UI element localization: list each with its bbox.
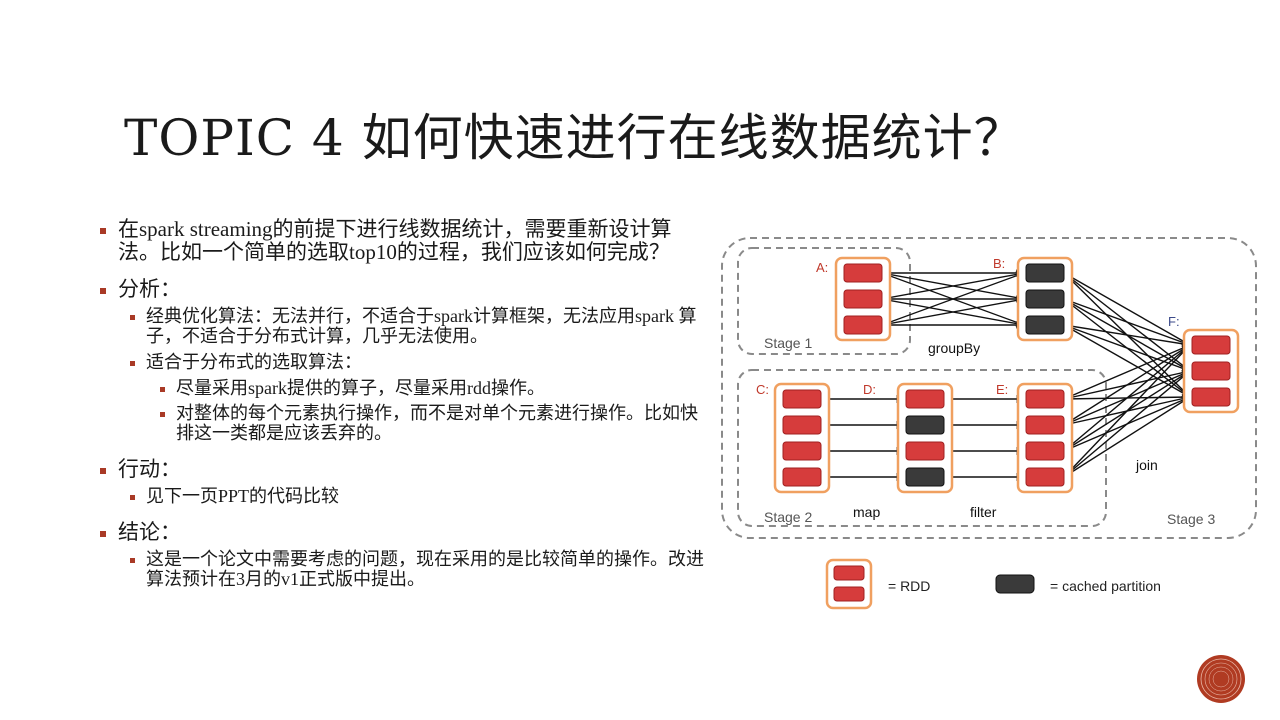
rdd-e-partition-4 xyxy=(1025,467,1065,487)
rdd-b-partition-2 xyxy=(1025,289,1065,309)
edge-groupby xyxy=(881,271,1025,326)
rdd-f-partition-1 xyxy=(1191,335,1231,355)
rdd-a-partition-3 xyxy=(843,315,883,335)
bullet-analysis: 分析： xyxy=(98,278,710,301)
label-join: join xyxy=(1135,457,1158,473)
bullet-intro: 在spark streaming的前提下进行线数据统计，需要重新设计算法。比如一… xyxy=(98,217,710,264)
label-d: D: xyxy=(863,382,876,397)
bullet-whole-element-ops: 对整体的每个元素执行操作，而不是对单个元素进行操作。比如快排这一类都是应该丢弃的… xyxy=(158,404,710,444)
rdd-e-partition-1 xyxy=(1025,389,1065,409)
legend-cached-label: = cached partition xyxy=(1050,578,1161,594)
edge-join xyxy=(1063,344,1191,478)
bullet-list: 在spark streaming的前提下进行线数据统计，需要重新设计算法。比如一… xyxy=(98,217,710,590)
edge-groupby xyxy=(881,270,1025,300)
label-b: B: xyxy=(993,256,1005,271)
stage1-box xyxy=(737,247,911,355)
rdd-d-frame xyxy=(896,382,954,494)
rdd-c-partition-3 xyxy=(782,441,822,461)
rdd-e-frame xyxy=(1016,382,1074,494)
spark-stage-diagram: A: B: C: D: E: F: Stage 1 Stage 2 Stage … xyxy=(721,237,1257,610)
bullet-conclusion: 结论： xyxy=(98,520,710,544)
label-e: E: xyxy=(996,382,1008,397)
bullet-classic-algorithm: 经典优化算法：无法并行，不适合于spark计算框架，无法应用spark 算子，不… xyxy=(128,306,710,347)
edge-join xyxy=(1063,396,1191,478)
label-groupby: groupBy xyxy=(928,340,980,356)
label-stage3: Stage 3 xyxy=(1167,511,1215,527)
edge-join xyxy=(1063,370,1191,478)
rdd-c-partition-4 xyxy=(782,467,822,487)
rdd-d-partition-3 xyxy=(905,441,945,461)
legend-rdd-partition-1 xyxy=(833,565,865,581)
label-stage1: Stage 1 xyxy=(764,335,812,351)
legend-cached-swatch xyxy=(995,574,1035,594)
stage2-box xyxy=(737,369,1107,527)
rdd-e-partition-3 xyxy=(1025,441,1065,461)
rdd-d-partition-1 xyxy=(905,389,945,409)
bullet-distributed-algorithm: 适合于分布式的选取算法： xyxy=(128,352,710,373)
bullet-action: 行动： xyxy=(98,457,710,481)
bullet-use-spark-operators: 尽量采用spark提供的算子，尽量采用rdd操作。 xyxy=(158,378,710,399)
label-a: A: xyxy=(816,260,828,275)
rdd-a-partition-1 xyxy=(843,263,883,283)
edge-join xyxy=(1063,344,1191,426)
edge-join xyxy=(1063,298,1191,347)
label-stage2: Stage 2 xyxy=(764,509,812,525)
rdd-c-frame xyxy=(773,382,831,494)
label-map: map xyxy=(853,504,880,520)
slide-title: TOPIC 4 如何快速进行在线数据统计？ xyxy=(124,109,1025,167)
rdd-b-partition-3 xyxy=(1025,315,1065,335)
corner-ornament-icon xyxy=(1197,655,1245,703)
rdd-c-partition-1 xyxy=(782,389,822,409)
rdd-c-partition-2 xyxy=(782,415,822,435)
label-c: C: xyxy=(756,382,769,397)
legend-rdd-partition-2 xyxy=(833,586,865,602)
rdd-a-partition-2 xyxy=(843,289,883,309)
label-filter: filter xyxy=(970,504,997,520)
rdd-b-partition-1 xyxy=(1025,263,1065,283)
edge-groupby xyxy=(881,296,1025,326)
edge-join xyxy=(1063,344,1191,400)
rdd-d-partition-2 xyxy=(905,415,945,435)
bullet-conclusion-detail: 这是一个论文中需要考虑的问题，现在采用的是比较简单的操作。改进算法预计在3月的v… xyxy=(128,549,710,590)
bullet-see-next-slide: 见下一页PPT的代码比较 xyxy=(128,486,710,507)
edge-join xyxy=(1063,324,1191,348)
legend: = RDD = cached partition xyxy=(825,558,1161,610)
edge-join xyxy=(1063,344,1191,452)
label-f: F: xyxy=(1168,314,1180,329)
edge-join xyxy=(1063,272,1191,346)
stage3-box xyxy=(721,237,1257,539)
rdd-e-partition-2 xyxy=(1025,415,1065,435)
rdd-f-partition-3 xyxy=(1191,387,1231,407)
left-edge xyxy=(0,0,10,720)
rdd-d-partition-4 xyxy=(905,467,945,487)
rdd-f-partition-2 xyxy=(1191,361,1231,381)
legend-rdd-label: = RDD xyxy=(888,578,930,594)
